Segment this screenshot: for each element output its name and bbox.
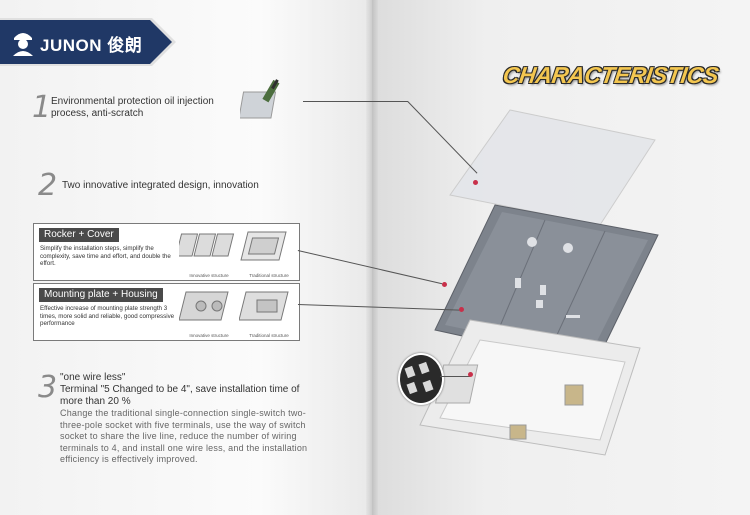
feature-3-number: 3: [38, 370, 58, 405]
box-description: Effective increase of mounting plate str…: [40, 305, 175, 327]
headline: CHARACTERISTICS: [501, 62, 721, 88]
rocker-cover-box: Rocker + Cover Simplify the installation…: [33, 223, 300, 281]
thumb-caption: Innovative structure: [189, 273, 229, 278]
innovative-structure-thumb: Innovative structure: [175, 228, 239, 278]
box-label: Mounting plate + Housing: [39, 288, 163, 302]
leader-line-4: [440, 376, 470, 377]
leader-line-1: [303, 101, 408, 102]
thumb-caption: Traditional structure: [249, 273, 289, 278]
thumb-caption: Innovative structure: [189, 333, 229, 338]
oil-injection-icon: [240, 79, 280, 119]
traditional-structure-thumb: Traditional structure: [238, 288, 299, 338]
mounting-plate-box: Mounting plate + Housing Effective incre…: [33, 283, 300, 341]
switch-exploded-illustration: [419, 109, 659, 456]
feature-1-number: 1: [32, 90, 52, 125]
thumb-caption: Traditional structure: [249, 333, 289, 338]
feature-3-description: Change the traditional single-connection…: [60, 408, 308, 464]
innovative-structure-thumb: Innovative structure: [178, 288, 239, 338]
feature-2-text: Two innovative integrated design, innova…: [62, 180, 259, 191]
feature-2-number: 2: [38, 168, 58, 203]
terminal-closeup: [398, 353, 444, 405]
leader-dot: [459, 307, 464, 312]
box-label: Rocker + Cover: [39, 228, 119, 242]
feature-1-text: Environmental protection oil injection p…: [51, 96, 214, 119]
brand-logo-icon: [13, 33, 33, 56]
traditional-structure-thumb: Traditional structure: [239, 228, 299, 278]
leader-dot: [442, 282, 447, 287]
feature-3-title: Terminal "5 Changed to be 4", save insta…: [60, 384, 300, 407]
feature-3-highlight: "one wire less": [60, 372, 126, 383]
page-fold: [366, 0, 378, 515]
leader-dot: [473, 180, 478, 185]
brand-name: JUNON 俊朗: [40, 36, 143, 55]
box-description: Simplify the installation steps, simplif…: [40, 245, 171, 267]
brand-banner: [0, 20, 172, 64]
leader-dot: [468, 372, 473, 377]
